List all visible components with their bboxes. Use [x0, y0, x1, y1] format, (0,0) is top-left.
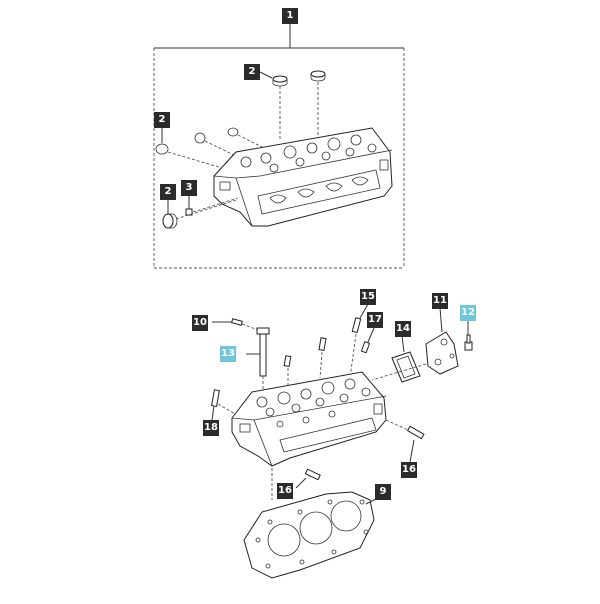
callout-13[interactable]: 13 — [220, 346, 236, 362]
cylinder-head-lower — [231, 371, 387, 467]
dowel-16-bottom — [304, 468, 321, 481]
callout-10[interactable]: 10 — [192, 315, 208, 331]
callout-2-top[interactable]: 2 — [244, 64, 260, 80]
cap-top-right — [310, 70, 326, 82]
stud-mid — [283, 337, 327, 368]
stud-17 — [360, 340, 371, 354]
callout-16-right[interactable]: 16 — [401, 462, 417, 478]
callout-12[interactable]: 12 — [460, 305, 476, 321]
stud-18 — [211, 389, 220, 407]
callout-17[interactable]: 17 — [367, 312, 383, 328]
callout-1[interactable]: 1 — [282, 8, 298, 24]
callout-16-bottom[interactable]: 16 — [277, 483, 293, 499]
upper-assembly-frame — [153, 24, 405, 269]
cylinder-head-upper — [213, 127, 393, 227]
callout-14[interactable]: 14 — [395, 321, 411, 337]
callout-3[interactable]: 3 — [181, 180, 197, 196]
callout-15[interactable]: 15 — [360, 289, 376, 305]
callout-2-left[interactable]: 2 — [154, 112, 170, 128]
dowel-pin-10 — [231, 318, 243, 326]
cap-top-left — [272, 75, 288, 87]
callout-9[interactable]: 9 — [375, 484, 391, 500]
bolt-12 — [464, 334, 473, 351]
dowel-16-right — [406, 425, 425, 440]
gasket-14 — [391, 351, 421, 383]
callout-18[interactable]: 18 — [203, 420, 219, 436]
o-rings — [155, 127, 239, 155]
head-gasket — [243, 491, 375, 579]
callout-2-lower[interactable]: 2 — [160, 184, 176, 200]
stud-15 — [351, 317, 362, 334]
head-bolt — [256, 327, 270, 377]
plug-lower — [162, 213, 178, 229]
callout-11[interactable]: 11 — [432, 293, 448, 309]
bracket-11 — [425, 331, 459, 375]
